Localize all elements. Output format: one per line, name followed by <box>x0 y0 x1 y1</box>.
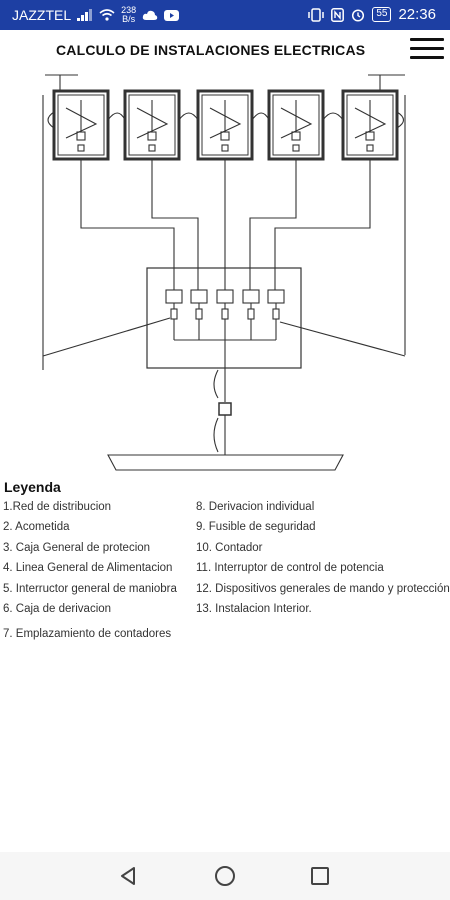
vibrate-icon <box>308 7 325 22</box>
meter-box-2 <box>123 89 181 161</box>
meter-box-3 <box>196 89 254 161</box>
hamburger-menu-icon[interactable] <box>410 38 444 64</box>
legend-item: 8. Derivacion individual <box>196 501 315 513</box>
legend-item: 11. Interruptor de control de potencia <box>196 562 384 574</box>
legend-item: 10. Contador <box>196 542 263 554</box>
battery-level: 55 <box>372 7 392 22</box>
page-title: CALCULO DE INSTALACIONES ELECTRICAS <box>56 42 366 58</box>
alarm-icon <box>352 8 365 22</box>
cloud-icon <box>142 10 158 20</box>
signal-icon <box>77 9 93 21</box>
installation-diagram <box>42 74 406 471</box>
youtube-icon <box>164 9 180 21</box>
system-nav-bar <box>0 852 450 900</box>
legend-item: 2. Acometida <box>3 521 70 533</box>
distribution-box <box>146 267 302 369</box>
home-circle-icon[interactable] <box>215 866 235 886</box>
carrier-label: JAZZTEL <box>12 7 72 23</box>
legend-item: 12. Dispositivos generales de mando y pr… <box>196 583 450 595</box>
status-right: 55 22:36 <box>308 6 436 23</box>
meter-box-5 <box>341 89 399 161</box>
app-bar: CALCULO DE INSTALACIONES ELECTRICAS <box>0 30 450 72</box>
nfc-icon <box>331 7 345 22</box>
wifi-icon <box>99 9 115 21</box>
legend-item: 7. Emplazamiento de contadores <box>3 628 172 640</box>
menu-line <box>410 38 444 41</box>
speed-unit: B/s <box>122 14 136 24</box>
legend-item: 1.Red de distribucion <box>3 501 112 513</box>
back-triangle-icon[interactable] <box>118 866 138 886</box>
menu-line <box>410 56 444 59</box>
legend-item: 9. Fusible de seguridad <box>196 521 316 533</box>
legend-title: Leyenda <box>4 479 61 495</box>
meter-box-4 <box>267 89 325 161</box>
legend-item: 3. Caja General de protecion <box>3 542 151 554</box>
meter-box-1 <box>52 89 110 161</box>
legend-item: 5. Interructor general de maniobra <box>3 583 177 595</box>
legend-item: 4. Linea General de Alimentacion <box>3 562 173 574</box>
status-bar: JAZZTEL 238 B/s 55 22:36 <box>0 0 450 30</box>
legend-item: 13. Instalacion Interior. <box>196 603 312 615</box>
legend-item: 6. Caja de derivacion <box>3 603 112 615</box>
network-speed: 238 B/s <box>121 6 136 24</box>
clock: 22:36 <box>398 6 436 23</box>
status-left: JAZZTEL 238 B/s <box>12 6 180 24</box>
recent-square-icon[interactable] <box>311 867 329 885</box>
speed-value: 238 <box>121 5 137 15</box>
menu-line <box>410 47 444 50</box>
